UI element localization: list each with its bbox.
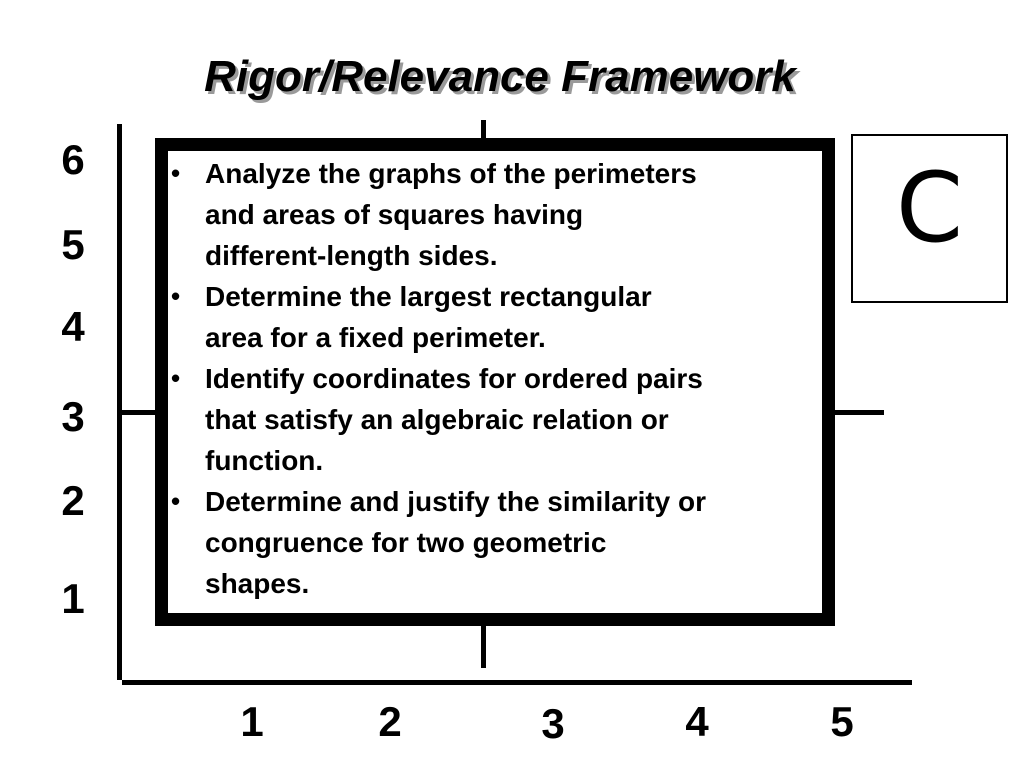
activity-line: congruence for two geometric	[205, 527, 607, 558]
y-axis-label-5: 5	[61, 221, 85, 268]
activity-line: Determine the largest rectangular	[205, 281, 652, 312]
y-axis-label-1: 1	[61, 575, 85, 622]
x-axis-label-4: 4	[685, 698, 709, 745]
x-axis-line	[122, 680, 912, 685]
bullet-icon: •	[171, 363, 181, 393]
bullet-icon: •	[171, 486, 181, 516]
y-axis-label-2: 2	[61, 477, 85, 524]
x-axis-label-3: 3	[541, 700, 565, 747]
quadrant-letter: C	[895, 152, 964, 264]
activity-line: different-length sides.	[205, 240, 498, 271]
activity-line: area for a fixed perimeter.	[205, 322, 546, 353]
activity-item: • Identify coordinates for ordered pairs…	[168, 358, 822, 481]
y-axis-label-4: 4	[61, 303, 85, 350]
y-axis-label-6: 6	[61, 136, 85, 183]
x-axis-label-5: 5	[830, 698, 854, 745]
activity-line: shapes.	[205, 568, 310, 599]
activity-item: • Determine the largest rectangular area…	[168, 276, 822, 358]
activity-line: that satisfy an algebraic relation or	[205, 404, 669, 435]
activity-line: Determine and justify the similarity or	[205, 486, 707, 517]
activity-line: Identify coordinates for ordered pairs	[205, 363, 703, 394]
bullet-icon: •	[171, 158, 181, 188]
activity-line: and areas of squares having	[205, 199, 584, 230]
activities-box: • Analyze the graphs of the perimeters a…	[155, 138, 835, 626]
y-axis-line	[117, 124, 122, 680]
activity-item: • Analyze the graphs of the perimeters a…	[168, 153, 822, 276]
bullet-icon: •	[171, 281, 181, 311]
x-axis-label-1: 1	[240, 698, 264, 745]
slide-title: Rigor/Relevance Framework	[204, 52, 796, 101]
activities-list: • Analyze the graphs of the perimeters a…	[168, 153, 822, 604]
quadrant-box: C	[851, 134, 1008, 303]
activity-line: Analyze the graphs of the perimeters	[205, 158, 697, 189]
activity-item: • Determine and justify the similarity o…	[168, 481, 822, 604]
activity-line: function.	[205, 445, 324, 476]
x-axis-label-2: 2	[378, 698, 402, 745]
y-axis-label-3: 3	[61, 393, 85, 440]
